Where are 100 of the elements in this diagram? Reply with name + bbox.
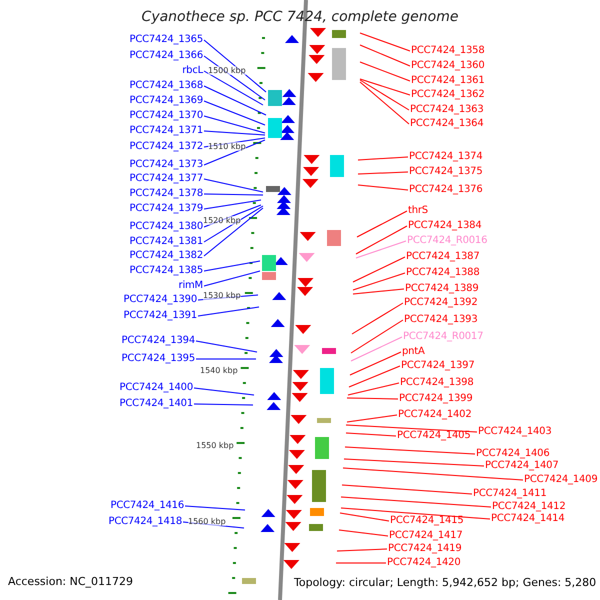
leader-line	[346, 398, 398, 400]
leader-line	[204, 100, 266, 126]
gene-label: PCC7424_1390	[124, 294, 197, 306]
gene-label: PCC7424_1368	[130, 80, 203, 92]
leader-line	[350, 336, 402, 362]
tick-label: 1500 kbp	[208, 66, 246, 75]
tick-label: 1550 kbp	[196, 441, 234, 450]
leader-line	[204, 138, 266, 148]
gene-label: PCC7424_1407	[485, 460, 558, 472]
leader-line	[194, 404, 254, 406]
gene-label: PCC7424_1361	[411, 75, 484, 87]
leader-line	[358, 184, 408, 190]
gene-label: PCC7424_1420	[387, 557, 460, 569]
gene-label: thrS	[408, 205, 428, 217]
gene-label: PCC7424_1388	[406, 267, 480, 279]
gene-label: PCC7424_1412	[492, 501, 566, 513]
gene-label: PCC7424_1406	[476, 448, 550, 460]
leader-line	[348, 366, 400, 388]
leader-line	[198, 306, 260, 316]
gene-label: PCC7424_1416	[110, 500, 184, 512]
leader-line	[340, 496, 492, 508]
gene-label: PCC7424_1405	[397, 430, 470, 442]
gene-label: PCC7424_1417	[389, 530, 462, 542]
leader-line	[196, 358, 256, 360]
gene-label: pntA	[402, 346, 425, 358]
leader-line	[346, 424, 478, 432]
gene-label: PCC7424_1402	[398, 409, 472, 421]
leader-line	[344, 446, 476, 454]
gene-label: PCC7424_1389	[405, 283, 478, 295]
leader-line	[204, 40, 266, 92]
leader-line	[204, 194, 264, 196]
leader-line	[358, 172, 408, 174]
leader-line	[196, 340, 258, 352]
gene-label: PCC7424_1379	[130, 203, 203, 215]
leader-line	[352, 256, 406, 282]
leader-line	[204, 130, 266, 136]
gene-label: PCC7424_1398	[400, 377, 474, 389]
gene-label: PCC7424_1362	[411, 89, 484, 101]
footer-text: Topology: circular; Length: 5,942,652 bp; Genes: 5,280	[294, 576, 596, 589]
gene-label: PCC7424_1374	[409, 151, 482, 163]
gene-label: PCC7424_1360	[411, 60, 484, 72]
gene-label: PCC7424_1401	[120, 398, 193, 410]
leader-line	[352, 272, 406, 290]
gene-label: PCC7424_1414	[491, 513, 564, 525]
leader-line	[204, 204, 262, 228]
gene-label: PCC7424_1399	[399, 393, 472, 405]
leader-line	[182, 522, 244, 528]
gene-label: PCC7424_1381	[130, 236, 203, 248]
leader-line	[198, 294, 258, 300]
gene-label: PCC7424_1372	[130, 141, 203, 153]
leader-line	[204, 260, 260, 272]
tick-label: 1530 kbp	[203, 291, 241, 300]
gene-label: PCC7424_1395	[122, 353, 195, 365]
leader-line	[344, 458, 484, 466]
gene-label: PCC7424_1380	[130, 221, 203, 233]
tick-label: 1520 kbp	[203, 216, 241, 225]
leader-line	[184, 506, 246, 510]
gene-label: rimM	[178, 280, 203, 292]
gene-label: PCC7424_1366	[130, 50, 203, 62]
leader-line	[204, 140, 266, 166]
tick-label: 1560 kbp	[188, 517, 226, 526]
gene-label: PCC7424_1392	[404, 297, 478, 309]
leader-line	[204, 116, 266, 134]
gene-label: PCC7424_1397	[401, 360, 474, 372]
gene-label: PCC7424_1394	[122, 335, 195, 347]
leader-line	[204, 208, 264, 256]
gene-label: PCC7424_1418	[108, 516, 182, 528]
gene-label: PCC7424_1403	[478, 426, 552, 438]
leader-line	[204, 70, 264, 106]
gene-label: PCC7424_1377	[130, 173, 203, 185]
gene-label: PCC7424_1387	[406, 251, 480, 263]
leader-line	[204, 200, 262, 210]
gene-label: PCC7424_1393	[404, 314, 478, 326]
leader-line	[194, 388, 254, 396]
tick-label: 1540 kbp	[200, 366, 238, 375]
leader-line	[204, 206, 264, 242]
gene-label: PCC7424_1384	[408, 220, 482, 232]
gene-label: PCC7424_1364	[410, 118, 484, 130]
leader-line	[346, 432, 396, 436]
leader-line	[360, 78, 410, 96]
leader-line	[360, 44, 410, 66]
gene-label: PCC7424_1370	[130, 110, 203, 122]
gene-label: PCC7424_1409	[524, 474, 598, 486]
leader-line	[356, 240, 406, 258]
tick-label: 1510 kbp	[208, 142, 246, 151]
gene-label: PCC7424_1419	[388, 543, 462, 555]
gene-label: PCC7424_1378	[130, 188, 203, 200]
gene-label: PCC7424_1369	[130, 95, 203, 107]
gene-label: rbcL	[182, 65, 203, 77]
footer-text: Accession: NC_011729	[8, 575, 134, 588]
gene-label: PCC7424_1358	[411, 45, 484, 57]
leader-line	[342, 484, 472, 494]
leader-line	[358, 156, 408, 160]
leader-line	[340, 508, 490, 520]
leader-line	[360, 82, 410, 124]
gene-label: PCC7424_1363	[410, 104, 484, 116]
leader-line	[204, 178, 264, 192]
title: Cyanothece sp. PCC 7424, complete genome	[140, 9, 460, 25]
gene-label: PCC7424_1375	[409, 166, 482, 178]
leader-line	[204, 86, 266, 116]
